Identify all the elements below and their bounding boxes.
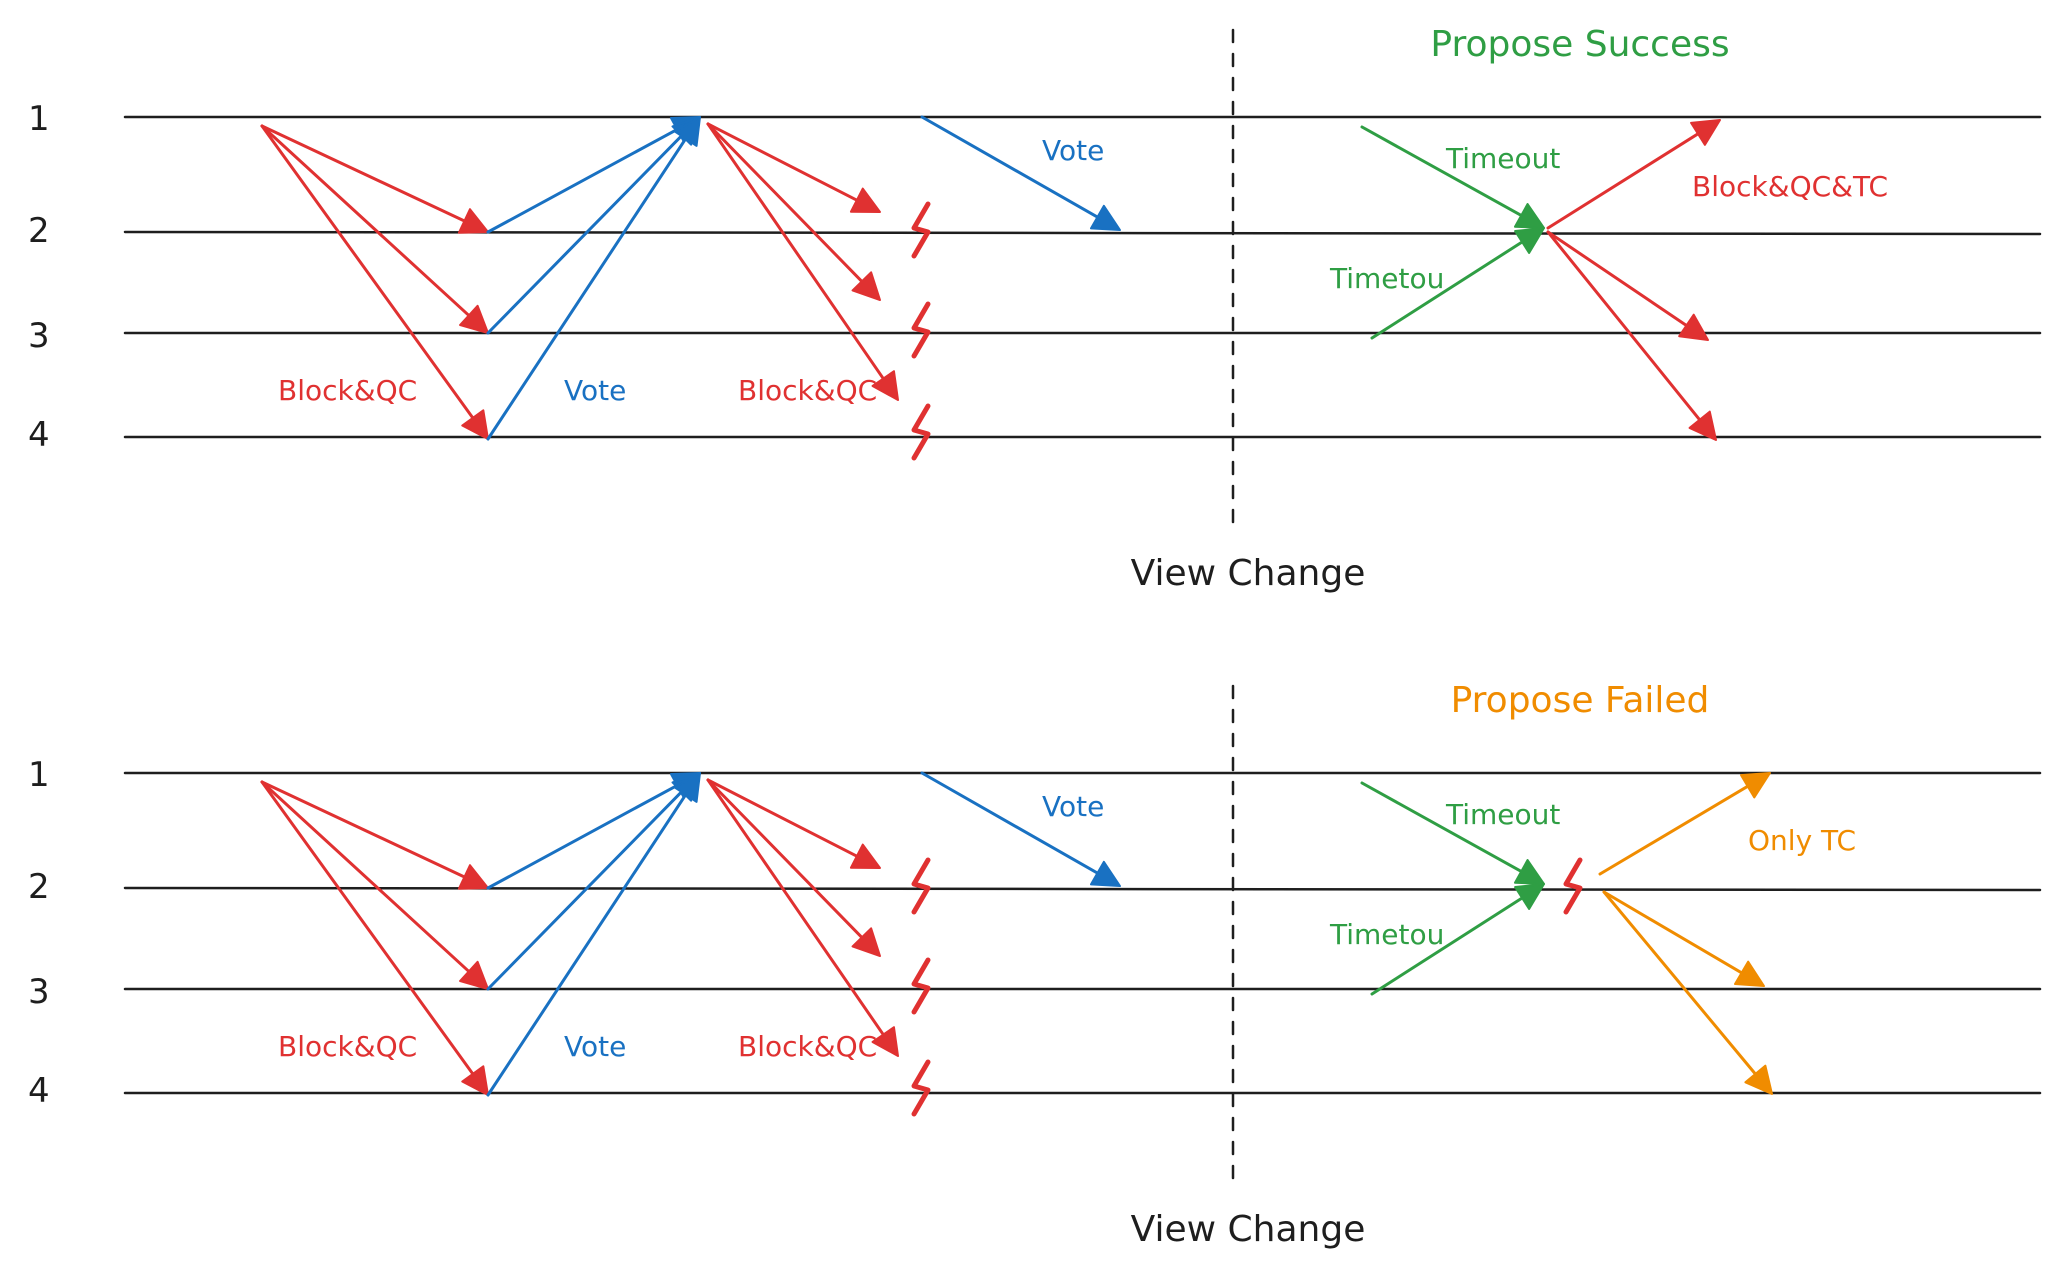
timeout-arrow-from-1 [1360,781,1523,873]
panel-title: Propose Success [1430,24,1729,65]
label-timeout: Timeout [1445,142,1560,175]
row-label-1: 1 [28,755,50,795]
block-qc-tc-arrow-to-4-head [1688,410,1717,441]
vote2-arrow-head [1089,860,1121,887]
block-qc-arrow-to-2 [260,124,466,223]
row-label-2: 2 [28,211,50,251]
row-label-1: 1 [28,99,50,139]
timetou-arrow-from-3-head [1514,883,1545,910]
lost-message-bolt-3 [911,301,931,359]
timeout-arrow-from-1-head [1513,203,1545,229]
row-label-3: 3 [28,972,50,1012]
label-timetou: Timetou [1329,918,1444,951]
block-qc-arrow-to-4-head [461,1065,489,1096]
only-tc-arrow-to-1-head [1740,772,1771,799]
row-label-4: 4 [28,415,50,455]
only-tc-arrow-to-3-head [1733,960,1765,987]
label-vote-2: Vote [1042,134,1104,167]
label-vote-1: Vote [564,1030,626,1063]
label-block-qc-2: Block&QC [738,374,877,407]
view-change-label: View Change [1131,553,1366,594]
label-outcome: Block&QC&TC [1692,170,1888,203]
label-block-qc-2: Block&QC [738,1030,877,1063]
block-qc-arrow-to-3-head [459,304,489,334]
block-qc2-arrow-to-2-head [849,187,881,213]
label-outcome: Only TC [1748,824,1856,857]
block-qc2-arrow-to-4-head [871,1026,899,1057]
block-qc2-arrow-to-3-head [851,271,881,301]
block-qc2-arrow-to-3 [706,122,864,283]
only-tc-arrow-to-3 [1602,890,1744,975]
block-qc2-arrow-to-2 [706,778,859,858]
label-vote-1: Vote [564,374,626,407]
vote2-arrow [920,115,1099,219]
block-qc-arrow-to-2-head [457,208,489,234]
label-block-qc-1: Block&QC [278,374,417,407]
vote2-arrow-head [1089,204,1121,231]
label-timetou: Timetou [1329,262,1444,295]
vote-arrow-from-4 [486,137,688,441]
timeline-row-2 [123,886,2042,892]
timeout-arrow-from-1 [1360,125,1523,217]
lost-message-bolt-3 [911,957,931,1015]
vote-arrow-from-4-head [673,116,701,147]
block-qc-tc-arrow-to-4 [1546,230,1702,422]
block-qc-tc-arrow-to-3-head [1678,313,1709,341]
block-qc-arrow-to-4-head [461,409,489,440]
block-qc2-arrow-to-4 [706,778,885,1037]
vote-arrow-from-4-head [673,772,701,803]
vote-arrow-from-4 [486,793,688,1097]
block-qc-arrow-to-3 [260,124,471,317]
vote-arrow-from-2 [486,127,679,234]
block-qc-tc-arrow-to-1-head [1690,119,1721,146]
vote-arrow-from-2 [486,783,679,890]
label-block-qc-1: Block&QC [278,1030,417,1063]
timeline-row-2 [123,230,2042,236]
block-qc-arrow-to-3-head [459,960,489,990]
timetou-arrow-from-3 [1370,896,1524,996]
block-qc-tc-arrow-to-1 [1546,132,1700,230]
block-qc-arrow-to-2-head [457,864,489,890]
vote-arrow-from-3 [486,134,684,335]
block-qc2-arrow-to-4-head [871,370,899,401]
block-qc2-arrow-to-2-head [849,843,881,869]
timetou-arrow-from-3 [1370,240,1524,340]
row-label-2: 2 [28,867,50,907]
label-vote-2: Vote [1042,790,1104,823]
timetou-arrow-from-3-head [1514,227,1545,254]
block-qc-arrow-to-3 [260,780,471,973]
panel-title: Propose Failed [1451,680,1710,721]
row-label-3: 3 [28,316,50,356]
view-change-label: View Change [1131,1209,1366,1250]
block-qc2-arrow-to-4 [706,122,885,381]
block-qc2-arrow-to-3-head [851,927,881,957]
block-qc2-arrow-to-2 [706,122,859,202]
block-qc-arrow-to-2 [260,780,466,879]
block-qc-arrow-to-4 [260,780,475,1076]
label-timeout: Timeout [1445,798,1560,831]
block-qc2-arrow-to-3 [706,778,864,939]
lost-message-bolt-4 [911,1059,931,1117]
row-label-4: 4 [28,1071,50,1111]
timeout-arrow-from-1-head [1513,859,1545,885]
only-tc-arrow-to-4 [1602,890,1757,1076]
only-tc-arrow-to-4-head [1744,1064,1773,1095]
block-qc-arrow-to-4 [260,124,475,420]
lost-message-bolt-2 [911,201,931,259]
lost-message-bolt-2 [911,857,931,915]
lost-message-bolt-node2 [1563,857,1583,915]
vote2-arrow [920,771,1099,875]
only-tc-arrow-to-1 [1598,784,1750,876]
vote-arrow-from-3 [486,790,684,991]
block-qc-tc-arrow-to-3 [1546,230,1688,327]
lost-message-bolt-4 [911,403,931,461]
